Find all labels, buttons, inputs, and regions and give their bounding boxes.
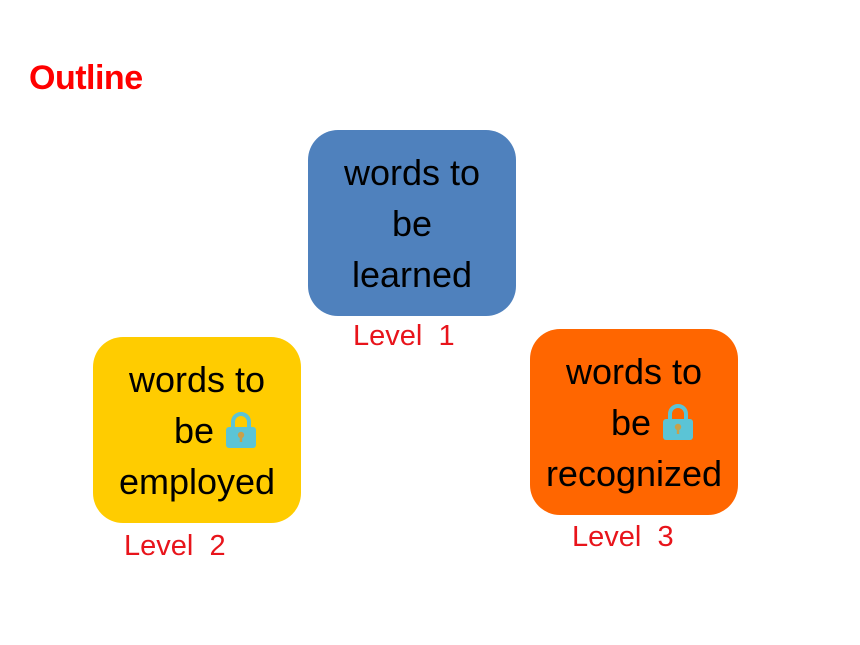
level-label-2: Level 2 <box>124 530 226 562</box>
node-words-to-be-recognized: words to be recognized <box>530 329 738 515</box>
lock-icon <box>661 402 695 442</box>
slide-title: Outline <box>29 59 143 97</box>
node-line: recognized <box>545 452 723 494</box>
lock-icon <box>224 410 258 450</box>
node-line: words to <box>128 358 266 400</box>
level-label-1: Level 1 <box>353 320 455 352</box>
node-line-with-icon: be <box>136 405 258 456</box>
node-line-text: be <box>173 409 215 451</box>
node-line: employed <box>118 460 276 502</box>
node-line: words to <box>343 151 481 193</box>
node-line: learned <box>351 253 473 295</box>
node-words-to-be-learned: words to be learned <box>308 130 516 316</box>
level-label-3: Level 3 <box>572 521 674 553</box>
node-line-text: be <box>610 401 652 443</box>
node-words-to-be-employed: words to be employed <box>93 337 301 523</box>
node-line-with-icon: be <box>573 397 695 448</box>
node-line: words to <box>565 350 703 392</box>
node-line: be <box>391 202 433 244</box>
